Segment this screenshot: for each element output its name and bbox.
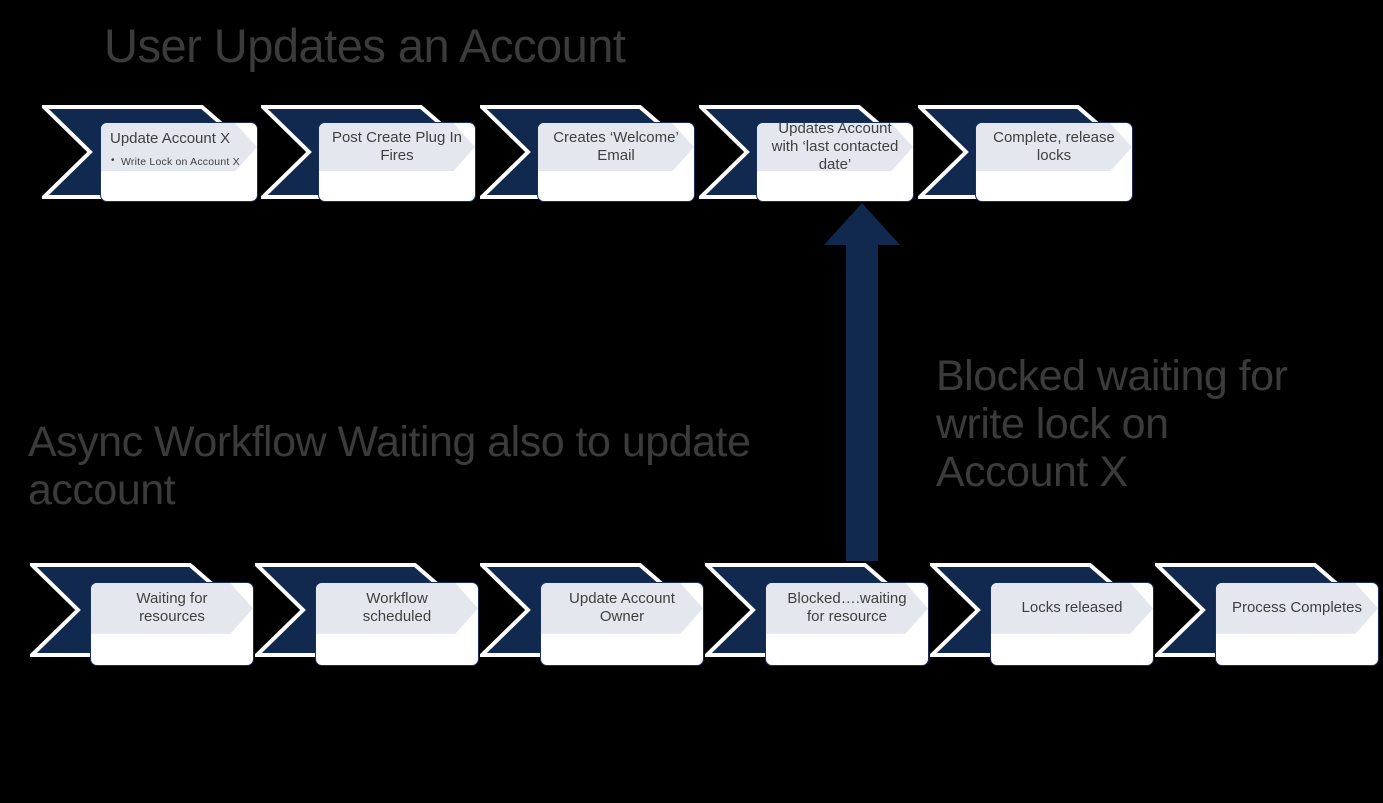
process-step-waiting-for-resources[interactable]: Waiting for resources (90, 582, 254, 666)
step-label: Update Account Owner (569, 590, 675, 626)
step-label: Locks released (1021, 599, 1123, 617)
process-step-process-completes[interactable]: Process Completes (1215, 582, 1379, 666)
card-band (316, 583, 478, 634)
page-title: User Updates an Account (104, 19, 626, 72)
step-bullet: Write Lock on Account X (110, 155, 248, 168)
step-title: Update Account X (110, 130, 231, 147)
step-label: Creates ‘Welcome’ Email (553, 128, 679, 165)
process-step-post-create-plug-in-fires[interactable]: Post Create Plug In Fires (318, 122, 476, 202)
card-band (538, 123, 694, 172)
step-label: Complete, release locks (993, 128, 1115, 165)
card-band (757, 123, 913, 172)
card-band (976, 123, 1132, 172)
step-label: Process Completes (1231, 599, 1363, 617)
process-step-update-account-owner[interactable]: Update Account Owner (540, 582, 704, 666)
card-band (766, 583, 928, 634)
process-step-creates-welcome-email[interactable]: Creates ‘Welcome’ Email (537, 122, 695, 202)
blocked-waiting-arrow (824, 203, 900, 561)
step-label: Blocked….waiting for resource (787, 590, 907, 626)
process-step-complete-release-locks[interactable]: Complete, release locks (975, 122, 1133, 202)
card-band (319, 123, 475, 172)
async-workflow-label: Async Workflow Waiting also to update ac… (28, 418, 751, 515)
card-band (91, 583, 253, 634)
card-band (541, 583, 703, 634)
process-step-blocked-waiting-for-resource[interactable]: Blocked….waiting for resource (765, 582, 929, 666)
step-label: Post Create Plug In Fires (331, 128, 463, 165)
blocked-waiting-label: Blocked waiting for write lock on Accoun… (936, 352, 1288, 497)
process-step-update-account-x[interactable]: Update Account X Write Lock on Account X (100, 122, 258, 202)
step-label: Updates Account with ‘last contacted dat… (771, 122, 899, 174)
card-band (991, 583, 1153, 634)
process-step-workflow-scheduled[interactable]: Workflow scheduled (315, 582, 479, 666)
process-step-updates-account-last-contacted-date[interactable]: Updates Account with ‘last contacted dat… (756, 122, 914, 202)
step-label: Waiting for resources (136, 590, 208, 626)
card-band (1216, 583, 1378, 634)
process-step-locks-released[interactable]: Locks released (990, 582, 1154, 666)
step-label: Workflow scheduled (362, 590, 432, 626)
